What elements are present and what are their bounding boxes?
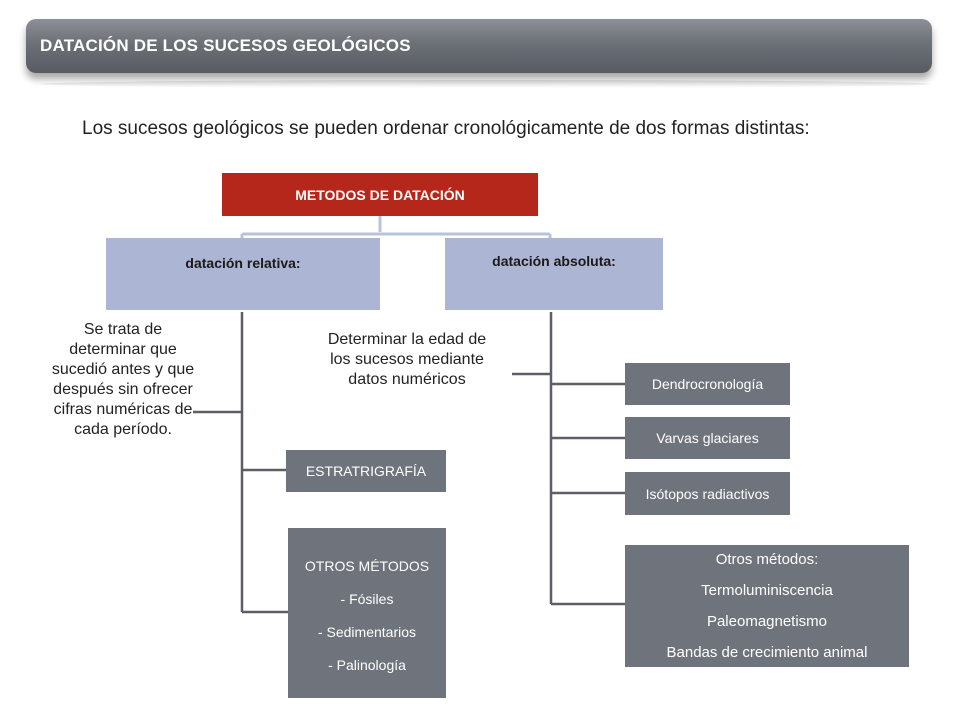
relative-dating-label: datación relativa: <box>185 255 301 271</box>
relative-dating-node: datación relativa: <box>106 238 380 310</box>
glacial-varves-node: Varvas glaciares <box>625 417 790 459</box>
relative-other-item: - Palinología <box>328 657 406 673</box>
absolute-dating-label: datación absoluta: <box>492 253 616 269</box>
radioactive-isotopes-node: Isótopos radiactivos <box>625 472 790 515</box>
absolute-other-item: Termoluminiscencia <box>701 582 833 599</box>
relative-other-title: OTROS MÉTODOS <box>304 558 430 574</box>
absolute-connector <box>512 312 625 606</box>
title-banner: DATACIÓN DE LOS SUCESOS GEOLÓGICOS <box>26 19 932 73</box>
absolute-dating-node: datación absoluta: <box>445 238 663 310</box>
relative-other-methods-node: OTROS MÉTODOS - Fósiles - Sedimentarios … <box>288 528 446 698</box>
relative-description: Se trata de determinar que sucedió antes… <box>51 321 195 438</box>
relative-other-item: - Sedimentarios <box>317 624 417 640</box>
absolute-other-item: Paleomagnetismo <box>706 613 828 630</box>
banner-shadow <box>40 80 930 88</box>
page-title: DATACIÓN DE LOS SUCESOS GEOLÓGICOS <box>40 36 411 55</box>
intro-text: Los sucesos geológicos se pueden ordenar… <box>82 118 810 139</box>
root-node: METODOS DE DATACIÓN <box>222 173 538 216</box>
stratigraphy-label: ESTRATRIGRAFÍA <box>305 463 427 479</box>
absolute-other-title: Otros métodos: <box>715 551 819 568</box>
dendrochronology-label: Dendrocronología <box>651 376 764 392</box>
dendrochronology-node: Dendrocronología <box>625 363 790 405</box>
relative-other-item: - Fósiles <box>340 591 394 607</box>
stratigraphy-node: ESTRATRIGRAFÍA <box>286 450 446 492</box>
absolute-description: Determinar la edad de los sucesos median… <box>327 331 487 388</box>
root-label: METODOS DE DATACIÓN <box>295 186 465 203</box>
root-connector <box>240 216 552 240</box>
radioactive-isotopes-label: Isótopos radiactivos <box>645 485 770 502</box>
glacial-varves-label: Varvas glaciares <box>656 430 759 446</box>
absolute-other-methods-node: Otros métodos: Termoluminiscencia Paleom… <box>625 545 909 667</box>
absolute-other-item: Bandas de crecimiento animal <box>666 644 868 661</box>
relative-connector <box>193 312 288 614</box>
